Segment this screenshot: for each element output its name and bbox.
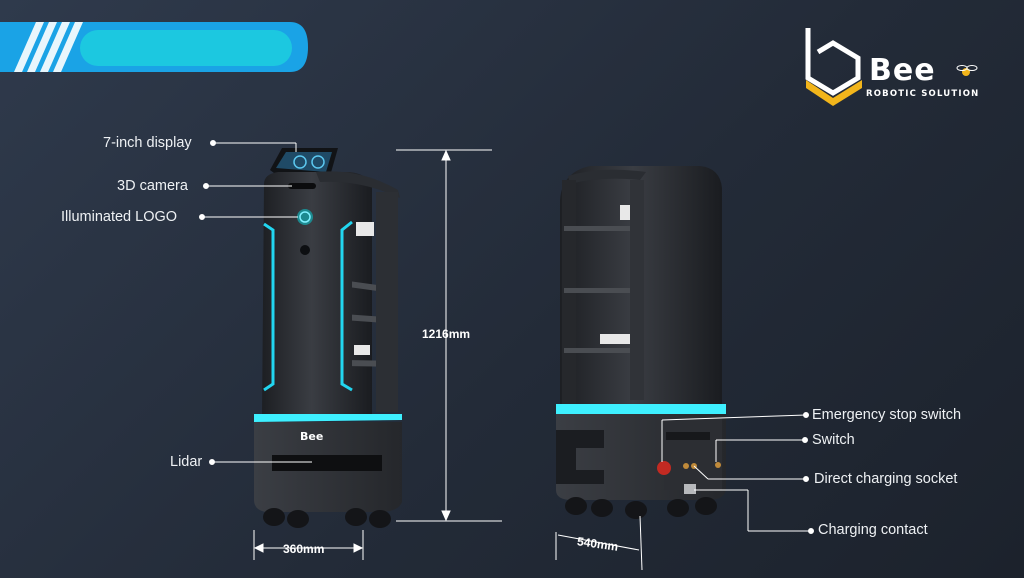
brand-tagline: ROBOTIC SOLUTION <box>866 89 980 99</box>
brand-logo-mark <box>805 28 978 106</box>
callout-charging-socket: Direct charging socket <box>814 471 958 487</box>
callout-switch: Switch <box>812 432 855 448</box>
robot-front-view <box>254 148 402 528</box>
callout-display: 7-inch display <box>103 135 192 151</box>
callout-camera: 3D camera <box>117 178 188 194</box>
dimension-width: 360mm <box>283 542 325 556</box>
dimension-lines <box>253 149 643 571</box>
robot-back-view <box>556 166 726 519</box>
header-banner <box>0 22 308 72</box>
back-leader-lines <box>661 412 814 534</box>
brand-name: Bee <box>869 53 936 88</box>
front-leader-lines <box>199 140 312 465</box>
callout-emergency-stop: Emergency stop switch <box>812 407 962 423</box>
callout-logo: Illuminated LOGO <box>61 209 178 225</box>
robot-base-logo: Bee <box>300 430 324 443</box>
callout-charging-contact: Charging contact <box>818 522 928 538</box>
dimension-height: 1216mm <box>422 327 471 341</box>
callout-lidar: Lidar <box>170 454 203 470</box>
